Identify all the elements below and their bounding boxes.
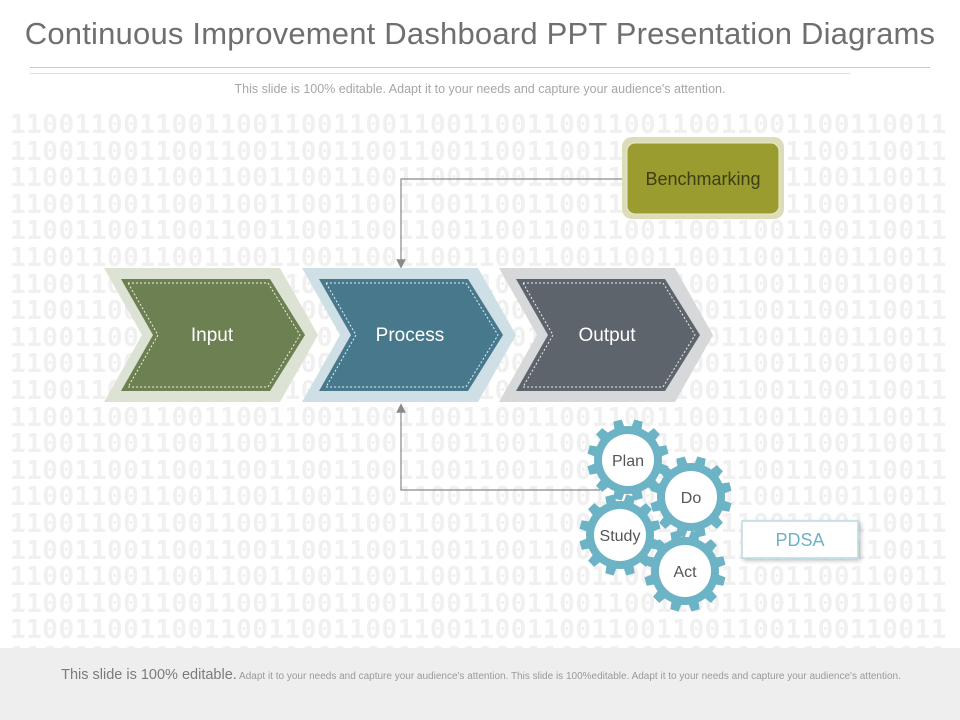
gear-plan: Plan: [587, 419, 669, 501]
gear-do: Do: [650, 456, 732, 538]
title-divider: [30, 67, 930, 68]
chevron-output: Output: [499, 268, 713, 402]
footer-body: Adapt it to your needs and capture your …: [236, 671, 901, 682]
benchmarking-box: Benchmarking: [622, 137, 784, 219]
gear-act: Act: [644, 530, 726, 612]
page-subtitle: This slide is 100% editable. Adapt it to…: [234, 82, 726, 96]
footer-text: This slide is 100% editable. Adapt it to…: [6, 668, 956, 684]
chevron-process-label: Process: [376, 325, 445, 346]
footer-bar: [0, 648, 960, 720]
pdsa-connector: [396, 403, 600, 491]
gear-study: Study: [579, 494, 661, 576]
chevron-input-label: Input: [191, 325, 234, 346]
footer-lead: This slide is 100% editable.: [61, 667, 237, 683]
gear-label-study: Study: [600, 528, 641, 545]
benchmarking-label: Benchmarking: [645, 169, 760, 189]
page-title: Continuous Improvement Dashboard PPT Pre…: [24, 16, 936, 51]
title-divider-secondary: [30, 73, 850, 74]
chevron-input: Input: [104, 268, 318, 402]
benchmark-connector: [396, 178, 622, 269]
chevron-output-label: Output: [578, 325, 636, 346]
pdsa-label: PDSA: [775, 530, 824, 550]
gear-label-plan: Plan: [612, 453, 644, 470]
pdsa-box: PDSA: [741, 520, 859, 559]
gear-label-do: Do: [681, 490, 702, 507]
chevron-process: Process: [302, 268, 516, 402]
gear-label-act: Act: [673, 564, 697, 581]
